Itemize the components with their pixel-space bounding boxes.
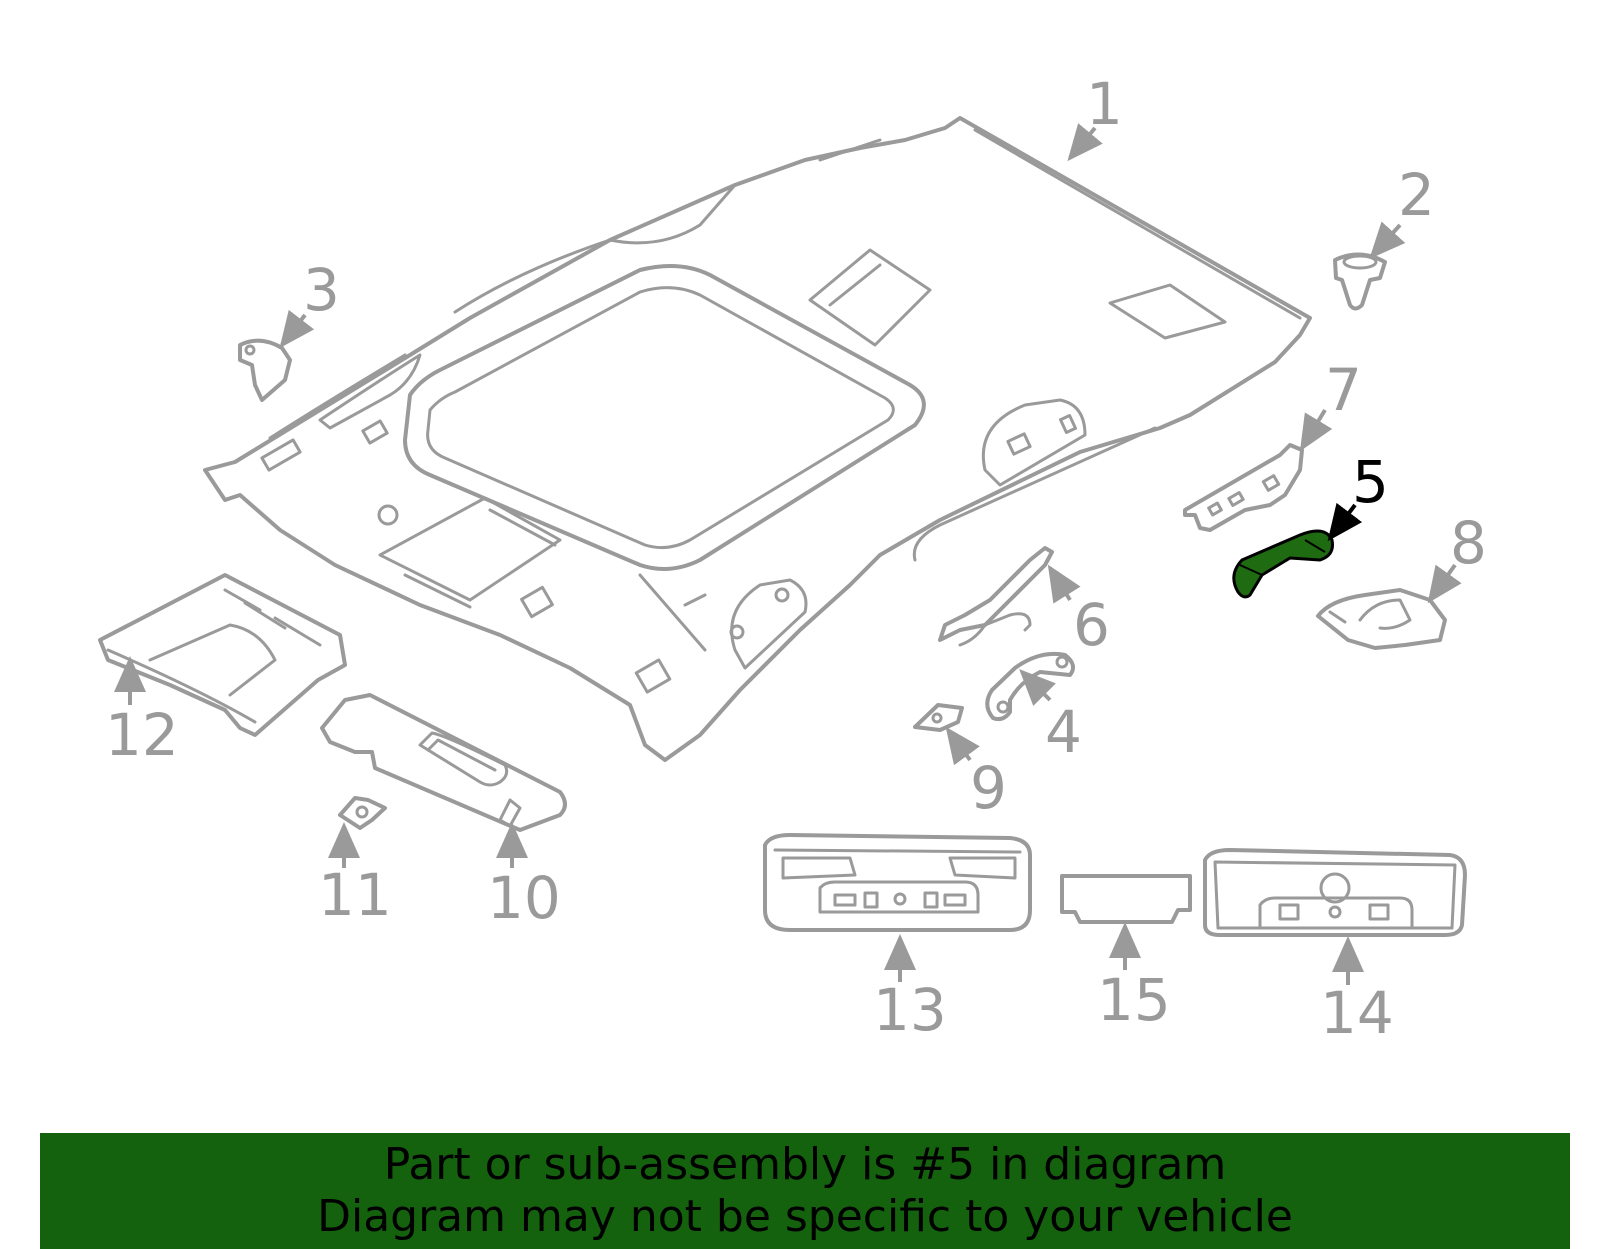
- banner-line-2: Diagram may not be specific to your vehi…: [317, 1191, 1293, 1242]
- part-8-cover: [1316, 588, 1447, 650]
- info-banner: Part or sub-assembly is #5 in diagram Di…: [40, 1133, 1570, 1249]
- part-12-trim-panel: [98, 573, 347, 737]
- callout-8: 8: [1450, 509, 1487, 577]
- callout-13: 13: [873, 976, 947, 1044]
- part-13-overhead-console: [763, 833, 1032, 932]
- banner-line-1: Part or sub-assembly is #5 in diagram: [383, 1139, 1227, 1190]
- part-9-clip: [913, 703, 964, 732]
- callout-7: 7: [1325, 356, 1362, 424]
- callout-10: 10: [487, 864, 561, 932]
- leader-arrows: [114, 123, 1462, 985]
- callout-3: 3: [303, 256, 340, 324]
- callout-9: 9: [970, 754, 1007, 822]
- callout-2: 2: [1398, 161, 1435, 229]
- callout-14: 14: [1320, 979, 1394, 1047]
- callout-12: 12: [105, 701, 179, 769]
- callout-labels: 1 2 3 4 5 6 7 8 9 10 11 12 13 14 15: [105, 70, 1487, 1047]
- callout-4: 4: [1045, 698, 1082, 766]
- callout-5[interactable]: 5: [1352, 448, 1389, 516]
- part-1-headliner: [203, 116, 1312, 762]
- part-7-bracket: [1183, 443, 1304, 532]
- part-4-grab-handle: [985, 651, 1076, 722]
- callout-1: 1: [1086, 70, 1123, 138]
- part-14-overhead-console: [1203, 848, 1467, 937]
- part-15-lens: [1060, 874, 1192, 924]
- part-11-clip: [338, 796, 387, 830]
- callout-6: 6: [1073, 591, 1110, 659]
- part-3-bracket: [238, 338, 292, 402]
- part-2-clip: [1333, 252, 1387, 311]
- part-6-bracket: [938, 546, 1054, 647]
- part-5-grab-handle-highlighted[interactable]: [1232, 529, 1334, 599]
- callout-15: 15: [1097, 966, 1171, 1034]
- callout-11: 11: [318, 861, 392, 929]
